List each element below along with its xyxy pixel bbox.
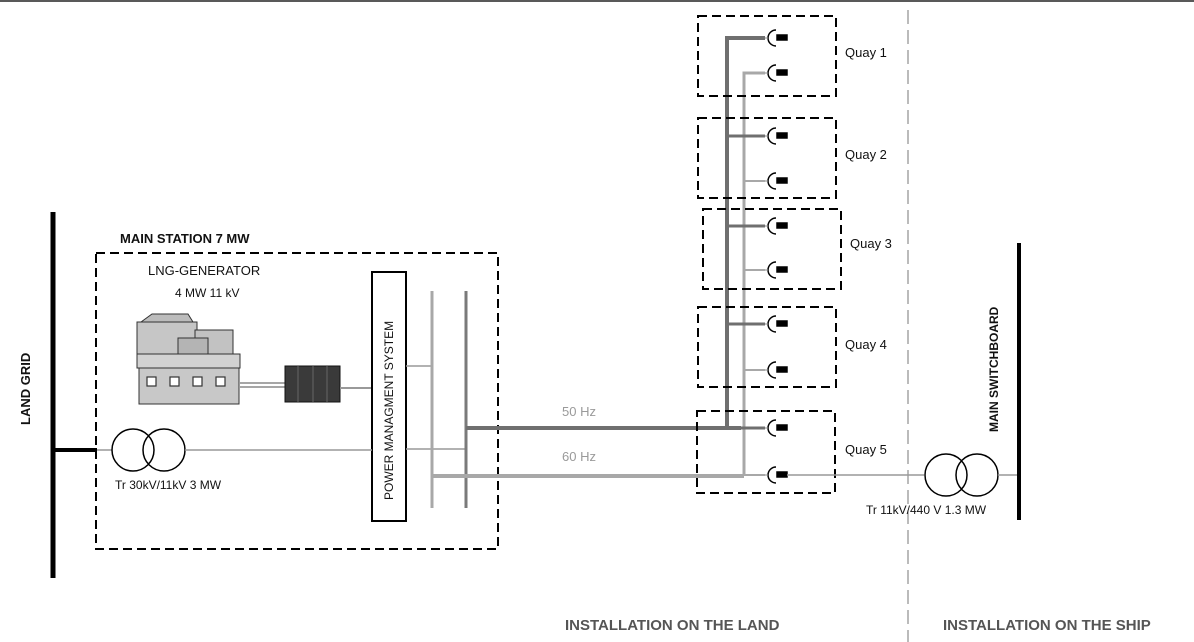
- plug-socket-icons: [767, 29, 788, 484]
- land-transformer-icon: [111, 428, 186, 472]
- freq-60-label: 60 Hz: [562, 449, 596, 464]
- main-station-box: [95, 252, 499, 550]
- quay-2-box: [697, 117, 837, 199]
- converter-block-icon: [284, 365, 341, 403]
- footer-land-label: INSTALLATION ON THE LAND: [565, 617, 780, 634]
- quay-label: Quay 1: [845, 45, 887, 60]
- quay-3-box: [702, 208, 842, 290]
- main-switchboard-label: MAIN SWITCHBOARD: [987, 306, 1001, 432]
- quay-5-box: [696, 410, 836, 494]
- lng-generator-icon: [136, 313, 241, 405]
- freq-50-label: 50 Hz: [562, 404, 596, 419]
- quay-label: Quay 2: [845, 147, 887, 162]
- land-grid-label: LAND GRID: [18, 353, 33, 425]
- ship-transformer-icon: [924, 453, 999, 497]
- riser-60hz: [742, 71, 765, 476]
- ship-transformer-label: Tr 11kV/440 V 1.3 MW: [866, 503, 987, 517]
- footer-ship-label: INSTALLATION ON THE SHIP: [943, 617, 1151, 634]
- generator-title: LNG-GENERATOR: [148, 263, 260, 278]
- land-transformer-label: Tr 30kV/11kV 3 MW: [115, 478, 222, 492]
- riser-50hz: [725, 36, 765, 428]
- main-station-title: MAIN STATION 7 MW: [120, 231, 250, 246]
- quay-label: Quay 3: [850, 236, 892, 251]
- quay-label: Quay 5: [845, 442, 887, 457]
- power-management-system-box: [371, 271, 407, 522]
- quay-branches: [727, 134, 765, 476]
- quay-label: Quay 4: [845, 337, 887, 352]
- generator-rating: 4 MW 11 kV: [175, 286, 239, 300]
- quay-1-box: [697, 15, 837, 97]
- quay-4-box: [697, 306, 837, 388]
- pms-label: POWER MANAGMENT SYSTEM: [382, 321, 396, 500]
